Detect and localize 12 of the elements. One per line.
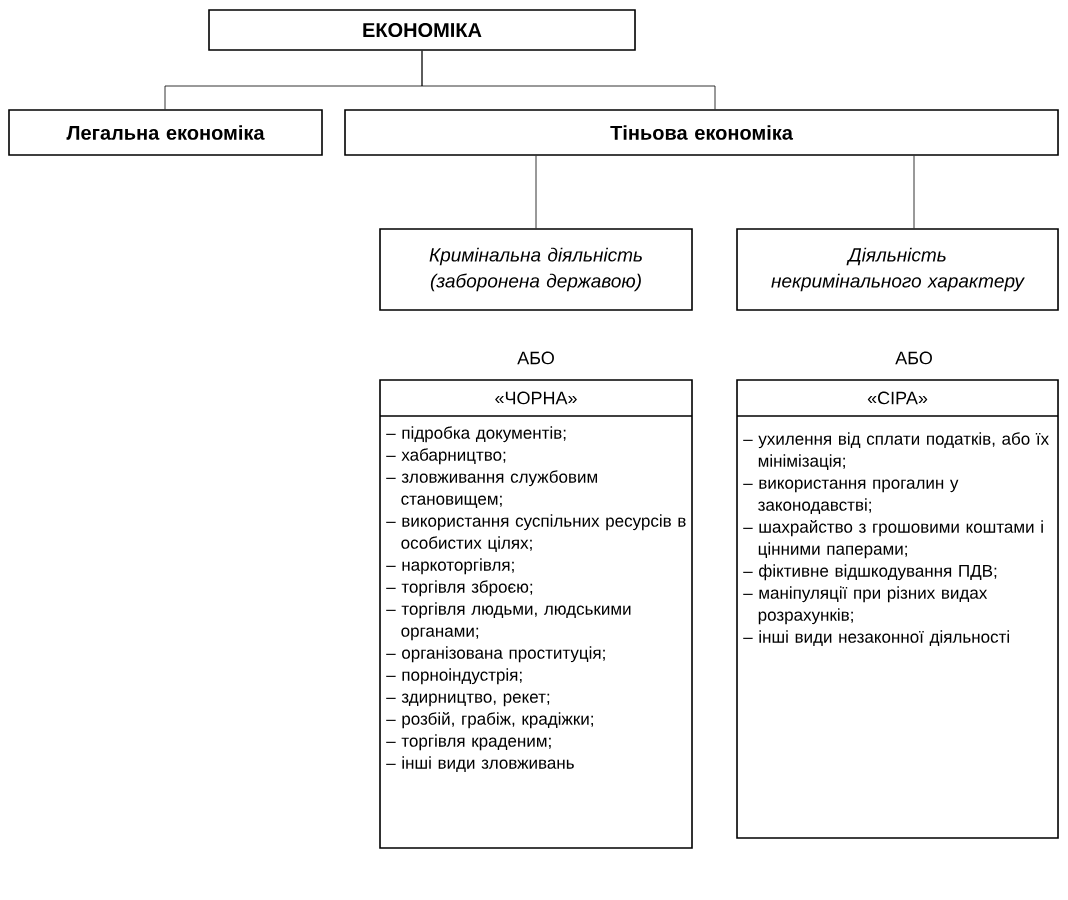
heading-box: ЕКОНОМІКА bbox=[208, 9, 636, 51]
heading-box: Легальна економіка bbox=[8, 109, 323, 156]
category-box: Діяльність некримінального характеру bbox=[736, 228, 1059, 311]
or-label: АБО bbox=[895, 351, 932, 365]
connector-line bbox=[913, 155, 915, 229]
list-box: «ЧОРНА» – підробка документів; – хабарництво; – зловживання службовим становищем; – використання суспільних ресурсів в особистих цілях; – наркоторгівля; – торгівля зброєю; – торгівля людьми, людськими органами; – організована проституція; – порноіндустрія; – здирництво, рекет; – розбій, грабіж, крадіжки; – торгівля краденим; – інші види зловживань bbox=[379, 379, 693, 849]
connector-line bbox=[421, 50, 716, 110]
list-box: «СІРА» – ухилення від сплати податків, або їх мінімізація; – використання прогалин у законодавстві; – шахрайство з грошовими коштами і цінними паперами; – фіктивне відшкодування ПДВ; – маніпуляції при різних видах розрахунків; – інші види незаконної діяльності bbox=[736, 379, 1059, 839]
heading-box: Тіньова економіка bbox=[344, 109, 1059, 156]
or-label: АБО bbox=[517, 351, 554, 365]
connector-line bbox=[535, 155, 537, 229]
category-box: Кримінальна діяльність (заборонена державою) bbox=[379, 228, 693, 311]
